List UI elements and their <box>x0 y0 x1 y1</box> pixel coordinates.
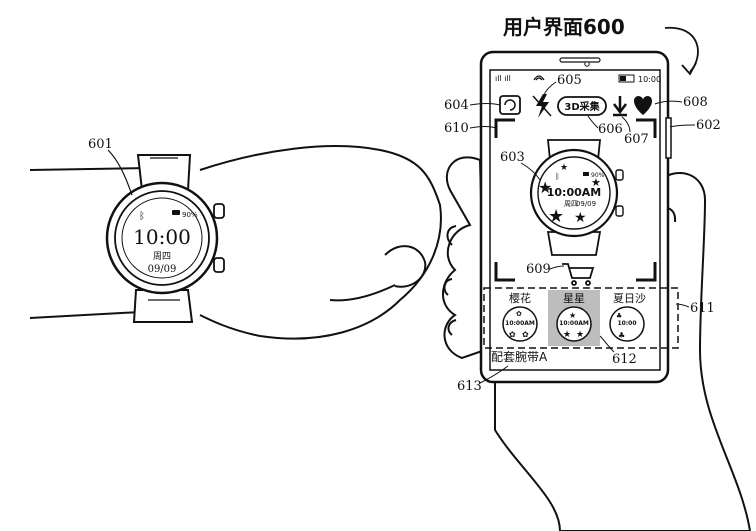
style-name: 樱花 <box>509 292 531 305</box>
cart-icon[interactable] <box>562 263 595 286</box>
flower-icon: ✿ <box>516 310 522 318</box>
style-face-time: 10:00AM <box>505 320 535 327</box>
label-607: 607 <box>624 132 649 147</box>
star-icon: ★ <box>548 206 564 227</box>
label-602: 602 <box>696 118 721 133</box>
label-609: 609 <box>526 262 551 277</box>
star-icon: ★ <box>563 330 571 340</box>
preview-watch-weekday: 周四 <box>564 200 578 208</box>
preview-watch-battery: 90% <box>591 172 605 179</box>
battery-icon <box>618 74 635 83</box>
page-title: 用户界面600 <box>503 15 625 39</box>
label-613: 613 <box>457 379 482 394</box>
download-icon[interactable] <box>613 96 627 117</box>
3d-collect-label: 3D采集 <box>564 100 600 113</box>
wrist-watch-time: 10:00 <box>133 225 191 249</box>
star-icon: ★ <box>569 311 576 320</box>
title-arrow <box>664 27 699 73</box>
bluetooth-icon: ᛒ <box>555 172 560 181</box>
strap-label: 配套腕带A <box>491 349 548 364</box>
style-item-sakura[interactable]: 樱花 10:00AM ✿ ✿ ✿ <box>502 292 538 342</box>
signal-icon: ıll ıll <box>495 74 511 83</box>
3d-collect-button[interactable]: 3D采集 <box>557 96 607 116</box>
star-icon: ★ <box>574 210 587 226</box>
flower-icon: ✿ <box>522 330 529 339</box>
label-610: 610 <box>444 121 469 136</box>
wifi-icon <box>533 75 545 81</box>
style-face-time: 10:00AM <box>559 320 589 327</box>
style-face-time: 10:00 <box>617 320 636 327</box>
label-606: 606 <box>598 122 623 137</box>
refresh-icon[interactable] <box>499 95 521 115</box>
style-item-stars[interactable]: 星星 10:00AM ★ ★ ★ <box>556 292 592 342</box>
style-item-summer[interactable]: 夏日沙 10:00 ♣ ♣ <box>609 292 646 342</box>
flower-icon: ✿ <box>509 330 516 339</box>
viewfinder-frame <box>494 118 657 282</box>
star-icon: ★ <box>538 178 552 197</box>
label-605: 605 <box>557 73 582 88</box>
label-604: 604 <box>444 98 469 113</box>
preview-watch: ᛒ 90% 10:00AM 周四 09/09 ★ ★ ★ ★ ★ <box>529 139 624 256</box>
label-611: 611 <box>690 301 715 316</box>
palm-icon: ♣ <box>618 331 625 340</box>
palm-icon: ♣ <box>616 312 622 320</box>
flash-off-icon[interactable] <box>532 94 552 118</box>
wrist-watch: ᛒ 90% 10:00 周四 09/09 <box>105 154 225 323</box>
label-603: 603 <box>500 150 525 165</box>
wrist-watch-weekday: 周四 <box>153 251 171 262</box>
star-icon: ★ <box>591 176 601 189</box>
status-bar: ıll ıll 10:00 <box>495 74 661 84</box>
star-icon: ★ <box>560 163 568 173</box>
status-time: 10:00 <box>638 75 661 84</box>
hand-illustration <box>442 156 752 531</box>
left-arm-illustration <box>29 145 442 340</box>
style-name: 星星 <box>563 292 585 305</box>
style-carousel-box <box>483 287 679 349</box>
style-name: 夏日沙 <box>613 292 646 305</box>
bluetooth-icon: ᛒ <box>139 211 145 222</box>
heart-icon[interactable] <box>633 96 653 115</box>
label-608: 608 <box>683 95 708 110</box>
wrist-watch-battery: 90% <box>182 211 198 219</box>
reference-labels: 605 604 608 610 606 607 602 603 609 611 … <box>444 73 721 394</box>
wrist-watch-date: 09/09 <box>148 264 177 275</box>
star-icon: ★ <box>576 330 584 340</box>
label-612: 612 <box>612 352 637 367</box>
label-601: 601 <box>88 137 113 152</box>
preview-watch-time: 10:00AM <box>547 186 601 199</box>
preview-watch-date: 09/09 <box>576 200 596 208</box>
